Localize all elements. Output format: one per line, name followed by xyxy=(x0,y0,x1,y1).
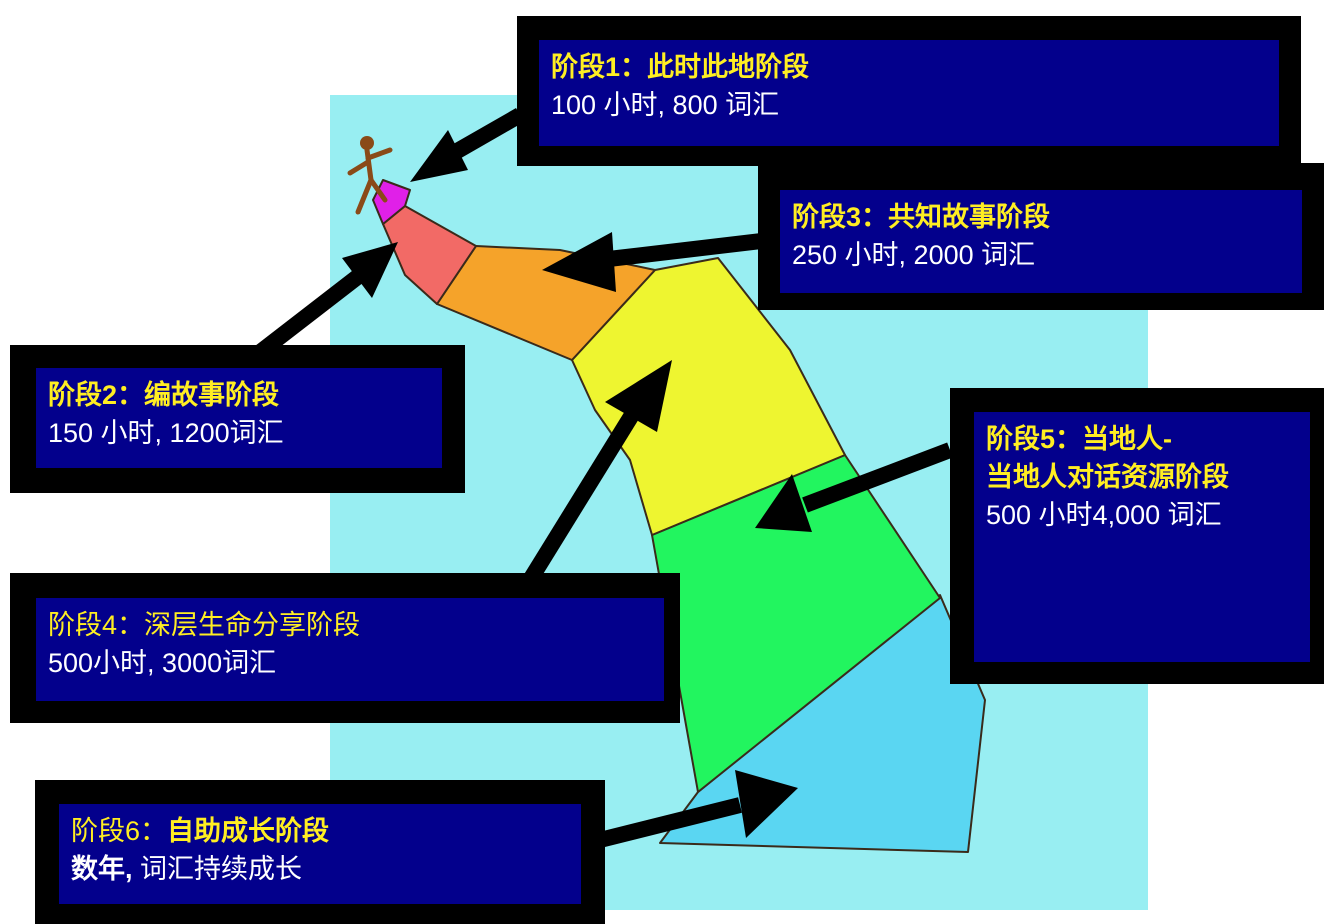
arrow-icon xyxy=(542,232,771,292)
climbing-person-icon xyxy=(347,136,393,215)
stage-2-title: 阶段2：编故事阶段 xyxy=(48,380,280,410)
stage-5-panel: 阶段5：当地人- 当地人对话资源阶段 500 小时4,000 词汇 xyxy=(974,412,1310,662)
stage-6-detail: 数年, 词汇持续成长 xyxy=(71,850,571,888)
stage-3-title: 阶段3：共知故事阶段 xyxy=(792,202,1051,232)
stage-2-panel: 阶段2：编故事阶段 150 小时, 1200词汇 xyxy=(36,368,442,468)
stage-3-box: 阶段3：共知故事阶段 250 小时, 2000 词汇 xyxy=(758,163,1324,310)
stage-4-title: 阶段4：深层生命分享阶段 xyxy=(48,606,654,644)
arrow-icon xyxy=(410,108,524,182)
stage-5-title-line-1: 阶段5：当地人- xyxy=(986,424,1173,454)
stage-6-panel: 阶段6：自助成长阶段 数年, 词汇持续成长 xyxy=(59,804,581,904)
stage-6-box: 阶段6：自助成长阶段 数年, 词汇持续成长 xyxy=(35,780,605,924)
stage-4-box: 阶段4：深层生命分享阶段 500小时, 3000词汇 xyxy=(10,573,680,723)
stage-4-detail: 500小时, 3000词汇 xyxy=(48,648,277,678)
arrow-icon xyxy=(245,242,398,367)
stage-6-title-main: 自助成长阶段 xyxy=(167,816,330,846)
stage-6-detail-bold: 数年, xyxy=(71,854,133,884)
stage-1-box: 阶段1：此时此地阶段 100 小时, 800 词汇 xyxy=(517,16,1301,166)
stage-5-title-line-2: 当地人对话资源阶段 xyxy=(986,462,1229,492)
stage-3-detail: 250 小时, 2000 词汇 xyxy=(792,240,1036,270)
arrow-icon xyxy=(523,360,672,585)
stage-4-title-prefix: 阶段4： xyxy=(48,610,145,640)
stage-5-detail: 500 小时4,000 词汇 xyxy=(986,500,1222,530)
stage-1-title: 阶段1：此时此地阶段 xyxy=(551,52,810,82)
stage-4-title-main: 深层生命分享阶段 xyxy=(144,610,361,640)
stage-6-title: 阶段6：自助成长阶段 xyxy=(71,812,571,850)
stage-2-box: 阶段2：编故事阶段 150 小时, 1200词汇 xyxy=(10,345,465,493)
stage-1-panel: 阶段1：此时此地阶段 100 小时, 800 词汇 xyxy=(539,40,1279,146)
arrow-icon xyxy=(598,770,798,848)
stage-2-detail: 150 小时, 1200词汇 xyxy=(48,418,284,448)
stage-3-panel: 阶段3：共知故事阶段 250 小时, 2000 词汇 xyxy=(780,190,1302,293)
stage-5-box: 阶段5：当地人- 当地人对话资源阶段 500 小时4,000 词汇 xyxy=(950,388,1324,684)
stage-4-panel: 阶段4：深层生命分享阶段 500小时, 3000词汇 xyxy=(36,598,664,701)
stage-6-title-prefix: 阶段6： xyxy=(71,816,168,846)
path-segment-stage-1 xyxy=(372,179,411,225)
stage-6-detail-rest: 词汇持续成长 xyxy=(132,854,303,884)
arrow-icon xyxy=(755,442,953,532)
stage-1-detail: 100 小时, 800 词汇 xyxy=(551,90,780,120)
path-segment-stage-4 xyxy=(571,257,846,536)
